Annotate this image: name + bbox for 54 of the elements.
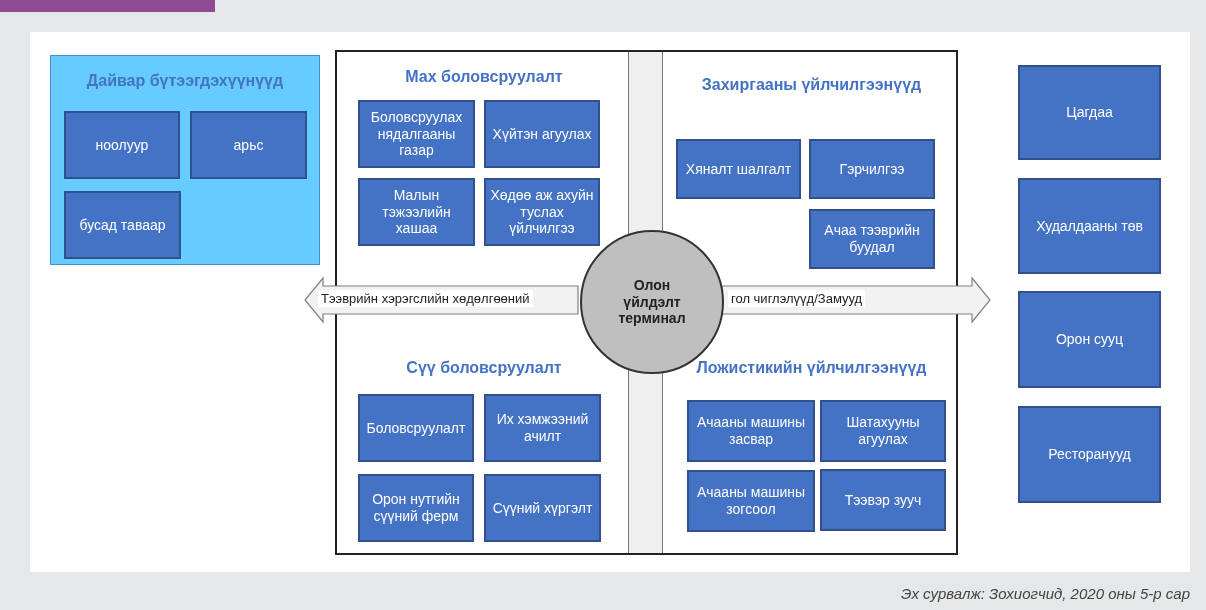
service-box [687, 400, 815, 462]
group-heading: Захиргааны үйлчилгээнүүд [700, 76, 923, 94]
service-box [484, 100, 600, 168]
node-text: Худалдааны төв [1036, 217, 1143, 235]
edge-label: Тээврийн хэрэгслийн хөдөлгөөний [318, 290, 533, 307]
service-box [358, 178, 475, 246]
node-text: Боловсруулах нядалгааны газар [369, 108, 464, 160]
service-box [809, 139, 935, 199]
service-box [64, 191, 181, 259]
node-text: Олон үйлдэлт терминал [617, 276, 687, 328]
node-text: Их хэмжээний ачилт [495, 411, 590, 445]
edge-label: гол чиглэлүүд/Замууд [728, 290, 866, 307]
group-heading: Дайвар бүтээгдэхүүнүүд [85, 72, 285, 90]
service-box [358, 100, 475, 168]
group-heading: Мах боловсруулалт [404, 68, 564, 86]
node-text: бусад таваар [79, 216, 166, 234]
service-box [1018, 291, 1161, 388]
node-text: Шатахууны агуулах [845, 414, 921, 448]
service-box [687, 470, 815, 532]
node-text: Ачааны машины зогсоол [695, 484, 807, 518]
service-box [484, 394, 601, 462]
node-text: Ачаа тээврийн буудал [823, 222, 921, 256]
service-box [484, 178, 600, 246]
node-text: Малын тэжээлийн хашаа [381, 186, 452, 238]
node-text: ноолуур [95, 136, 149, 154]
caption: Эх сурвалж: Зохиогчид, 2020 оны 5-р сар [901, 585, 1190, 602]
service-box [64, 111, 180, 179]
group-heading: Сүү боловсруулалт [405, 359, 563, 377]
node-text: Ачааны машины засвар [695, 414, 807, 448]
service-box [676, 139, 801, 199]
node-text: Тээвэр зууч [844, 491, 922, 509]
group-heading: Ложистикийн үйлчилгээнүүд [695, 359, 928, 377]
service-box [809, 209, 935, 269]
group-panel [50, 55, 320, 265]
service-box [820, 469, 946, 531]
service-box [1018, 406, 1161, 503]
node-text: арьс [233, 136, 264, 154]
node-text: Гэрчилгээ [839, 160, 905, 178]
node-text: Хяналт шалгалт [685, 160, 792, 178]
node-text: Хөдөө аж ахуйн туслах үйлчилгээ [490, 186, 594, 238]
service-box [1018, 65, 1161, 160]
service-box [1018, 178, 1161, 274]
node-text: Хүйтэн агуулах [492, 125, 592, 143]
node-text: Боловсруулалт [366, 419, 466, 437]
service-box [358, 394, 474, 462]
node-text: Орон сууц [1055, 331, 1124, 348]
service-box [358, 474, 474, 542]
service-box [484, 474, 601, 542]
node-text: Цагдаа [1066, 104, 1113, 121]
node-text: Ресторанууд [1048, 446, 1131, 463]
node-text: Орон нутгийн сүүний ферм [371, 491, 461, 525]
service-box [820, 400, 946, 462]
node-text: Сүүний хүргэлт [492, 499, 593, 517]
service-box [190, 111, 307, 179]
